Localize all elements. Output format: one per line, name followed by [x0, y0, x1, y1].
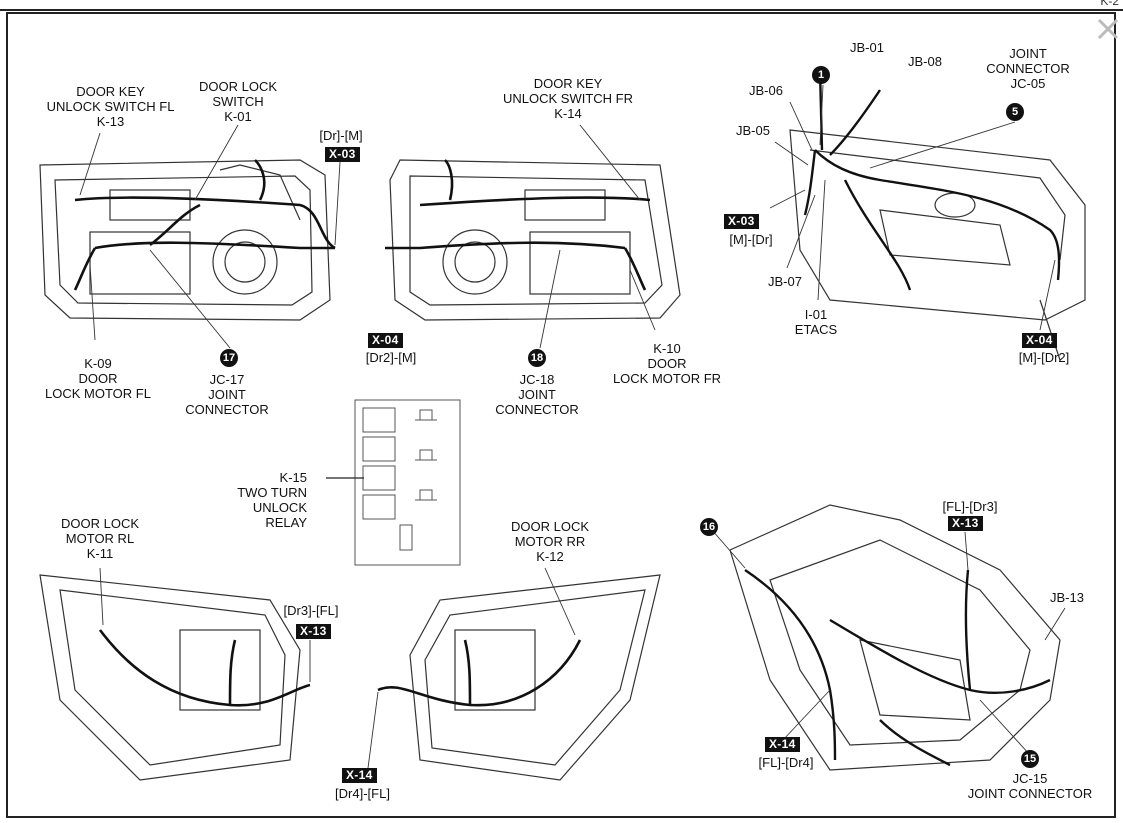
connector-x13-door: X-13: [296, 624, 331, 639]
door-panel-rl: [39, 574, 301, 781]
floor-panel: [729, 504, 1061, 771]
label-i01-etacs: I-01 ETACS: [794, 307, 838, 337]
label-dr3-fl: [Dr3]-[FL]: [283, 603, 339, 618]
harness-floor: [744, 569, 1051, 767]
harness-rl: [98, 629, 311, 707]
close-icon[interactable]: [1095, 16, 1121, 42]
marker-18: 18: [528, 349, 546, 367]
harness-rr: [377, 639, 582, 707]
harness-fl: [73, 159, 336, 291]
label-door-lock-rl: DOOR LOCK MOTOR RL K-11: [60, 516, 139, 561]
page-tag: K-2: [1100, 0, 1119, 8]
label-door-key-unlock-fl: DOOR KEY UNLOCK SWITCH FL K-13: [46, 84, 175, 129]
label-jb06: JB-06: [749, 83, 783, 98]
label-jb08: JB-08: [908, 54, 942, 69]
label-jc18: JC-18 JOINT CONNECTOR: [495, 372, 579, 417]
harness-dash: [803, 69, 1061, 291]
connector-x03-door: X-03: [325, 147, 360, 162]
connector-x14-floor: X-14: [765, 737, 800, 752]
connector-x04-dash: X-04: [1022, 333, 1057, 348]
label-jc17: JC-17 JOINT CONNECTOR: [185, 372, 269, 417]
label-k15-relay: K-15 TWO TURN UNLOCK RELAY: [237, 470, 307, 530]
label-jc15: JC-15 JOINT CONNECTOR: [967, 771, 1093, 801]
connector-x14-door: X-14: [342, 768, 377, 783]
label-jb01: JB-01: [850, 40, 884, 55]
connector-x04-door: X-04: [368, 333, 403, 348]
label-dr-m: [Dr]-[M]: [319, 128, 363, 143]
label-m-dr: [M]-[Dr]: [729, 232, 773, 247]
label-door-lock-switch: DOOR LOCK SWITCH K-01: [198, 79, 277, 124]
marker-15: 15: [1021, 750, 1039, 768]
label-fl-dr4: [FL]-[Dr4]: [758, 755, 814, 770]
label-fl-dr3: [FL]-[Dr3]: [942, 499, 998, 514]
marker-1: 1: [812, 66, 830, 84]
connector-x13-floor: X-13: [948, 516, 983, 531]
label-door-lock-rr: DOOR LOCK MOTOR RR K-12: [510, 519, 589, 564]
diagram-frame: [6, 12, 1116, 818]
connector-x03-dash: X-03: [724, 214, 759, 229]
label-jb05: JB-05: [736, 123, 770, 138]
label-dr2-m: [Dr2]-[M]: [365, 350, 417, 365]
door-panel-fl: [39, 159, 331, 321]
label-door-key-unlock-fr: DOOR KEY UNLOCK SWITCH FR K-14: [503, 76, 633, 121]
door-panel-fr: [389, 159, 681, 321]
label-joint-jc05: JOINT CONNECTOR JC-05: [986, 46, 1070, 91]
marker-16: 16: [700, 518, 718, 536]
marker-17: 17: [220, 349, 238, 367]
label-dr4-fl: [Dr4]-[FL]: [335, 786, 390, 801]
harness-fr: [385, 159, 651, 291]
marker-5: 5: [1006, 103, 1024, 121]
label-k10: K-10 DOOR LOCK MOTOR FR: [612, 341, 722, 386]
door-panel-rr: [409, 574, 661, 781]
label-jb13: JB-13: [1050, 590, 1084, 605]
label-jb07: JB-07: [768, 274, 802, 289]
header-rule: [0, 9, 1123, 11]
label-m-dr2: [M]-[Dr2]: [1018, 350, 1070, 365]
label-k09: K-09 DOOR LOCK MOTOR FL: [45, 356, 151, 401]
relay-box: [354, 399, 461, 566]
